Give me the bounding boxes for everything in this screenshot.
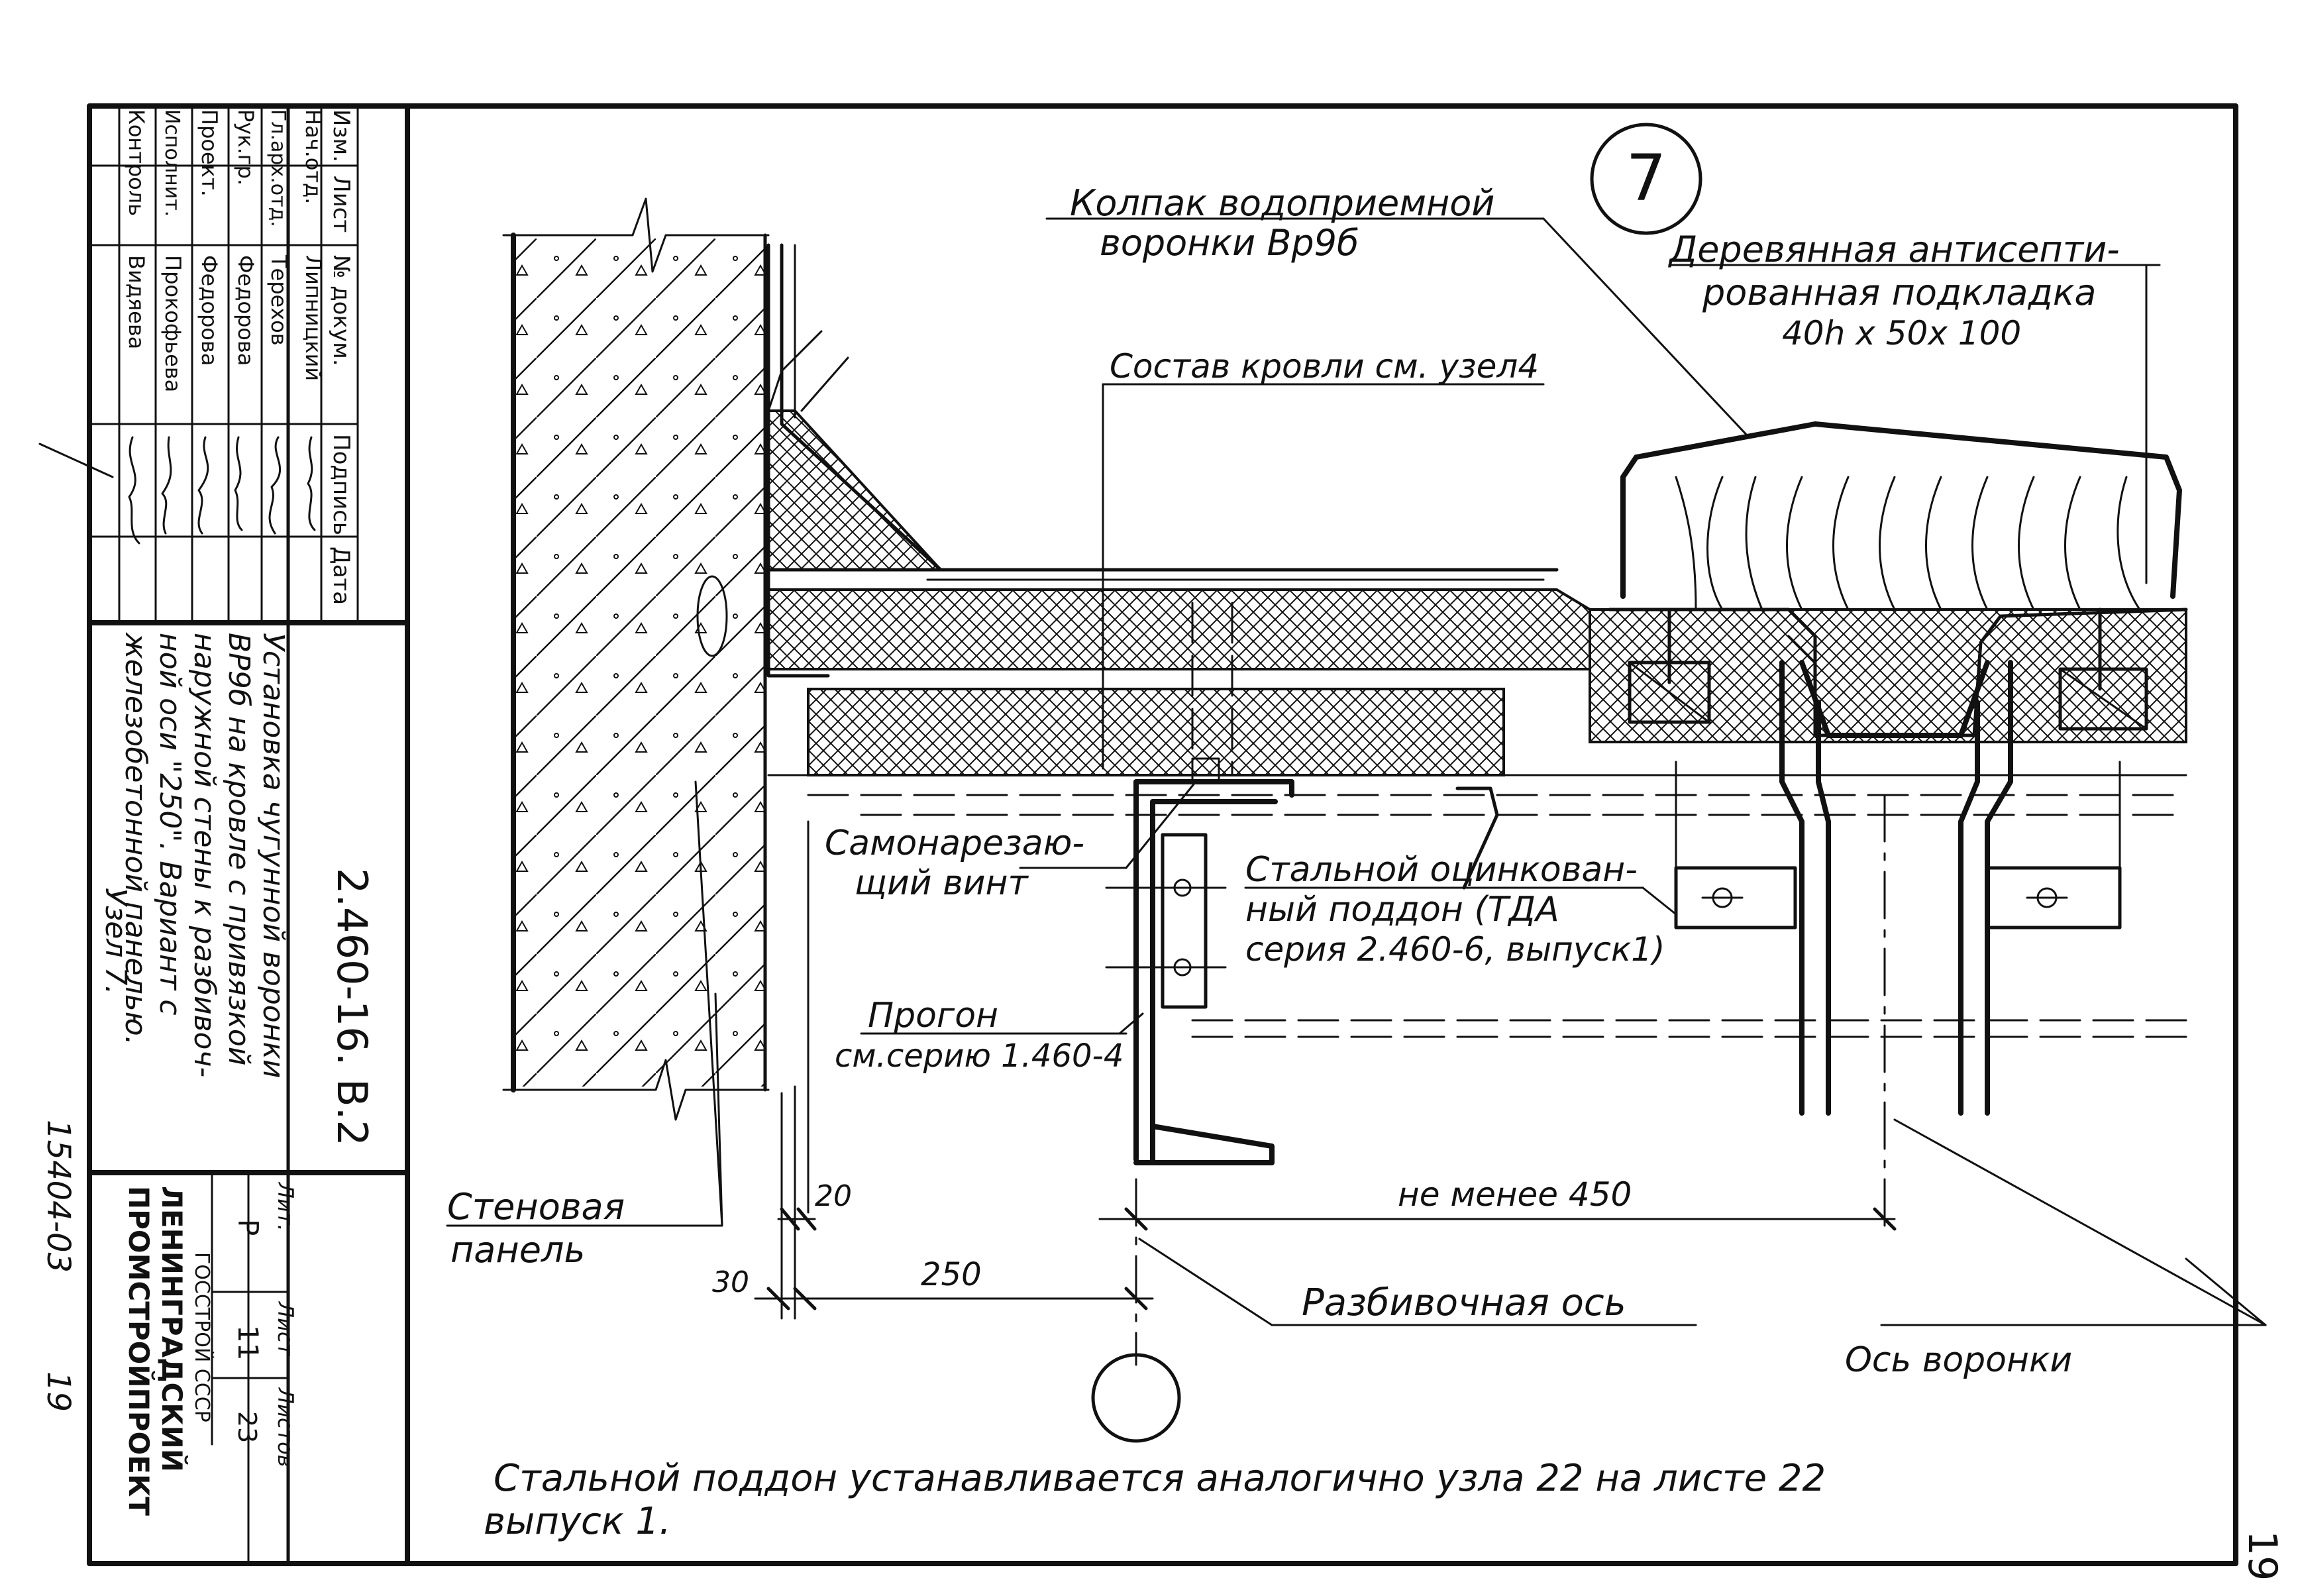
- sheets-label: Листов: [273, 1387, 298, 1467]
- org-line2: ЛЕНИНГРАДСКИЙ: [156, 1186, 189, 1472]
- name-4: Прокофьева: [160, 255, 185, 392]
- node-circle: [1590, 123, 1702, 235]
- header-list: Лист: [328, 176, 354, 233]
- sheet-value: 11: [232, 1325, 264, 1360]
- role-2: Рук.гр.: [233, 109, 258, 186]
- header-sign: Подпись: [328, 434, 354, 535]
- role-1: Гл.арх.отд.: [266, 109, 289, 227]
- insulation-upper: [766, 568, 2187, 743]
- name-3: Федорова: [197, 255, 222, 366]
- role-3: Проект.: [197, 109, 222, 197]
- tray-label-2: ный поддон (ТДА: [1245, 890, 1559, 930]
- leader-lines: [446, 217, 2267, 1326]
- sheets-value: 23: [233, 1411, 262, 1443]
- screw-label-2: щий винт: [855, 863, 1029, 903]
- cap-label-1: Колпак водоприемной: [1070, 182, 1494, 224]
- title-line-3: ной оси "250". Вариант с: [153, 633, 187, 1016]
- name-0: Липницкий: [301, 255, 326, 381]
- lit-label: Лит.: [273, 1182, 298, 1232]
- role-5: Контроль: [124, 109, 149, 216]
- dimensions: [754, 1085, 1897, 1320]
- tray-label-3: серия 2.460-6, выпуск1): [1245, 930, 1665, 969]
- lit-value: Р: [232, 1219, 264, 1236]
- page-number: 19: [2239, 1530, 2285, 1581]
- title-line-0: Установка чугунной воронки: [256, 633, 290, 1079]
- dim-30: 30: [712, 1265, 749, 1299]
- dim-250: 250: [921, 1256, 982, 1293]
- title-line-2: наружной стены к разбивоч-: [187, 633, 221, 1077]
- title-line-1: ВР9б на кровле с привязкой: [222, 633, 256, 1065]
- name-2: Федорова: [233, 255, 258, 366]
- purlin: [1105, 757, 1499, 1165]
- signatures: [38, 436, 316, 545]
- tray-label-1: Стальной оцинкован-: [1245, 850, 1638, 890]
- role-4: Исполнит.: [160, 109, 183, 217]
- pad-label-1: Деревянная антисепти-: [1668, 229, 2120, 270]
- funnel-axis-label: Ось воронки: [1845, 1340, 2072, 1380]
- node-number: 7: [1626, 141, 1666, 215]
- deck-lines: [807, 602, 2187, 1214]
- header-doc: № докум.: [328, 255, 354, 366]
- axis-bubble: [1091, 1353, 1181, 1443]
- purlin-label-2: см.серию 1.460-4: [835, 1037, 1124, 1075]
- pad-label-3: 40h x 50x 100: [1782, 314, 2021, 352]
- doc-code: 2.460-16. В.2: [328, 868, 376, 1146]
- wall-label-2: панель: [450, 1229, 585, 1271]
- layout-axis-label: Разбивочная ось: [1302, 1281, 1626, 1324]
- wall-label-1: Стеновая: [447, 1186, 625, 1228]
- funnel-body: [1608, 421, 2188, 1116]
- name-1: Терехов: [266, 254, 291, 346]
- pad-label-2: рованная подкладка: [1702, 272, 2097, 313]
- title-line-5: Узел 7.: [99, 888, 132, 994]
- purlin-label-1: Прогон: [868, 996, 998, 1036]
- dim-450: не менее 450: [1398, 1175, 1632, 1214]
- margin-page: 19: [40, 1371, 77, 1412]
- note-line-1: Стальной поддон устанавливается аналогич…: [494, 1457, 1826, 1500]
- title-line-4: железобетонной панелью.: [119, 632, 152, 1045]
- header-date: Дата: [328, 547, 354, 605]
- sheet-label: Лист: [273, 1301, 298, 1356]
- dim-20: 20: [815, 1179, 852, 1213]
- insulation-lower: [767, 688, 2187, 776]
- screw-label-1: Самонарезаю-: [825, 824, 1084, 863]
- outer-frame: [87, 103, 2238, 1566]
- margin-code: 15404-03: [40, 1120, 77, 1273]
- name-5: Видяева: [124, 255, 149, 349]
- roof-label: Состав кровли см. узел4: [1110, 347, 1539, 386]
- role-0: Нач.отд.: [301, 109, 326, 204]
- org-line1: ГОССТРОЙ СССР: [190, 1252, 214, 1422]
- note-line-2: выпуск 1.: [484, 1500, 671, 1543]
- cap-label-2: воронки Вр9б: [1100, 222, 1359, 264]
- wall-panel: [502, 197, 770, 1121]
- header-izm: Изм.: [328, 109, 354, 162]
- org-line3: ПРОМСТРОЙПРОЕКТ: [123, 1186, 156, 1516]
- title-block: [87, 104, 410, 1566]
